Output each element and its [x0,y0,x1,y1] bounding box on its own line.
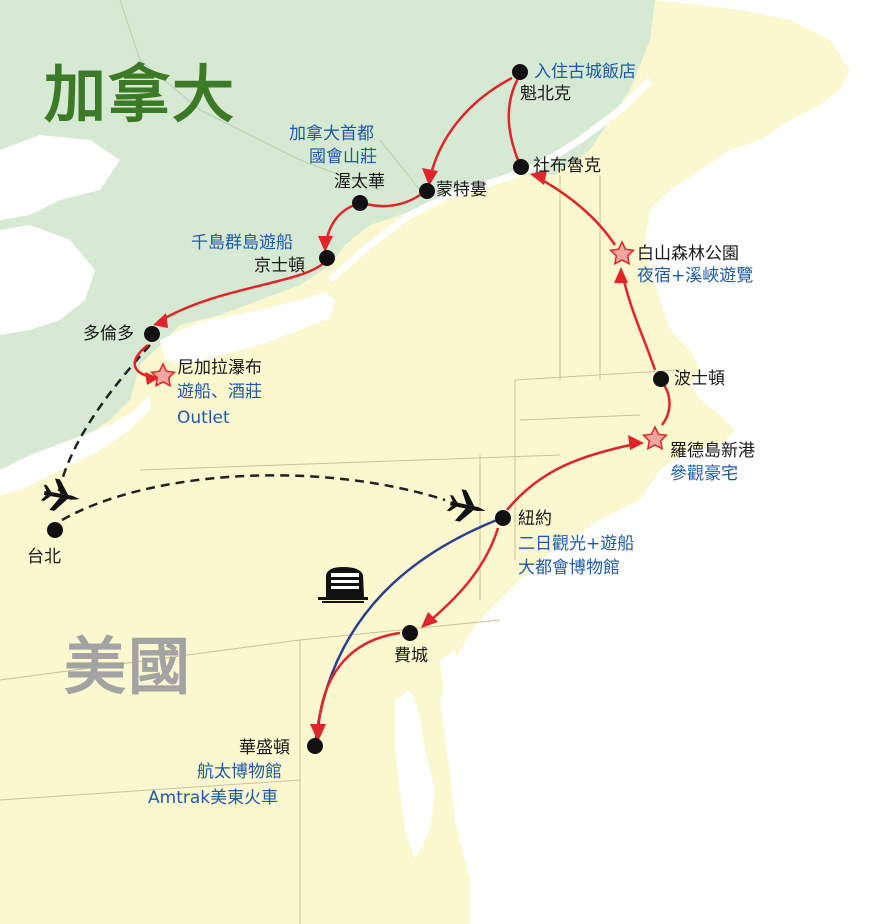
city-dot-icon-boston [653,371,669,387]
city-dot-icon-washington [307,738,323,754]
state-borders [0,175,681,924]
star-icon-whitemountain [608,240,636,266]
chesapeake-bay [395,690,435,860]
note-new-york-line1: 二日觀光+遊船 [518,534,635,554]
city-label-boston: 波士頓 [674,369,725,389]
city-label-new-york: 紐約 [518,509,552,529]
note-ottawa-line2: 國會山莊 [309,147,377,167]
note-ottawa-line1: 加拿大首都 [289,124,374,144]
city-dot-icon-kingston [319,250,335,266]
route-arrows [145,168,644,742]
arrow-to-whitemountain [614,267,628,283]
seg-newyork-newport [506,441,641,511]
note-kingston: 千島群島遊船 [191,233,293,253]
province-borders [119,0,421,191]
flight-taipei-newyork [61,474,446,522]
arrow-to-washington [310,724,326,742]
airplane-icon-east [446,489,486,522]
st-lawrence-river [327,77,653,283]
city-dot-icon-ottawa [352,195,368,211]
delaware-bay [440,650,465,720]
note-niagara-line2: Outlet [177,408,230,428]
city-dot-icon-montreal [419,183,435,199]
star-icon-newport [641,425,669,451]
city-label-washington: 華盛頓 [239,738,290,758]
city-dot-icon-newyork [495,510,511,526]
arrow-to-newport [628,435,644,450]
arrow-to-sherbrooke [530,170,547,185]
city-label-niagara: 尼加拉瀑布 [177,358,262,378]
seg-newyork-philadelphia [424,527,500,626]
great-lakes-north [0,135,120,220]
lake-huron [0,225,95,335]
note-washington-line1: 航太博物館 [197,762,282,782]
city-label-philadelphia: 費城 [394,646,428,666]
city-dot-icon-taipei [47,522,63,538]
city-label-montreal: 蒙特婁 [436,180,487,200]
seg-philadelphia-washington [316,631,401,736]
airplane-icon-west [40,478,80,511]
note-quebec: 入住古城飯店 [534,62,636,82]
note-washington-line2: Amtrak美東火車 [148,788,279,808]
country-label-usa: 美國 [64,630,193,703]
note-white-mountain: 夜宿+溪峽遊覽 [637,266,754,286]
city-label-kingston: 京士頓 [254,256,305,276]
city-dot-icon-toronto [144,326,160,342]
city-label-newport: 羅德島新港 [670,441,755,461]
arrow-to-toronto [153,313,168,328]
star-icons [149,240,669,451]
city-dot-icon-quebec [512,64,528,80]
arrow-to-kingston [318,236,333,252]
arrow-to-niagara [145,372,159,385]
city-label-toronto: 多倫多 [83,324,134,344]
city-label-sherbrooke: 社布魯克 [533,156,601,176]
note-niagara-line1: 遊船、酒莊 [177,382,262,402]
city-label-quebec: 魁北克 [520,84,571,104]
city-label-white-mountain: 白山森林公園 [637,244,739,264]
city-dot-icon-sherbrooke [513,159,529,175]
lake-erie [0,395,150,495]
country-label-canada: 加拿大 [44,58,237,131]
note-newport: 參觀豪宅 [670,464,738,484]
city-dot-icon-philadelphia [402,625,418,641]
seg-kingston-toronto [157,261,326,324]
star-icon-niagara [149,362,177,388]
arrow-to-montreal [422,168,438,186]
lake-ontario [160,292,335,365]
seg-quebec-sherbrooke [507,74,522,166]
atlantic-ocean [440,0,896,924]
seg-boston-whitemountain [620,271,657,371]
city-dots [47,64,669,754]
seg-quebec-montreal [428,76,513,179]
note-new-york-line2: 大都會博物館 [518,558,620,578]
city-label-ottawa: 渥太華 [334,172,385,192]
train-icon [318,567,368,603]
arrow-to-philadelphia [421,612,438,628]
city-label-taipei: 台北 [27,547,61,567]
